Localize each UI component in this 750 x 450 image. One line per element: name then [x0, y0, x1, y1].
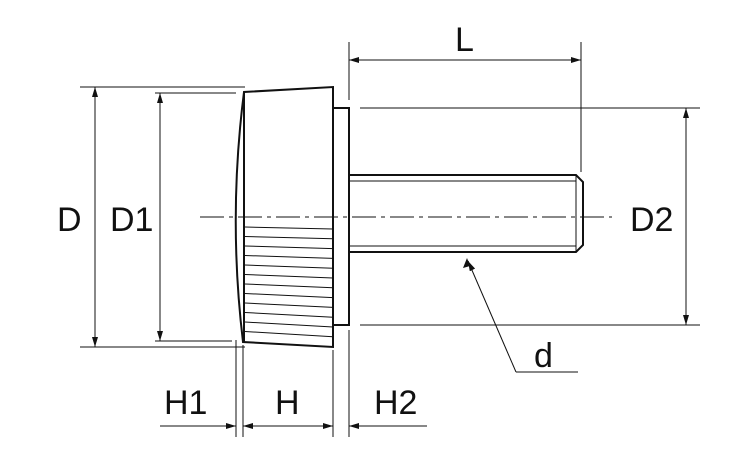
dimension-D: D: [57, 86, 245, 348]
knurl-line: [244, 331, 334, 338]
label-D1: D1: [110, 201, 153, 239]
knurl-line: [244, 226, 334, 230]
knurl-line: [244, 283, 334, 289]
label-H2: H2: [374, 384, 417, 422]
knurl-line: [244, 236, 334, 240]
knurl-line: [244, 293, 334, 299]
knurl-line: [244, 321, 334, 328]
knurl-line: [244, 302, 334, 308]
label-H1: H1: [164, 384, 207, 422]
knurl-line: [244, 255, 334, 259]
dimension-d: d: [463, 258, 578, 375]
shaft: [349, 174, 584, 253]
knurl-line: [244, 245, 334, 250]
dimension-H: H1 H H2: [160, 330, 427, 437]
knurl-lines: [244, 226, 334, 338]
label-d: d: [534, 337, 553, 375]
label-D2: D2: [630, 201, 673, 239]
label-L: L: [455, 21, 474, 59]
knurl-line: [244, 274, 334, 279]
knurl-line: [244, 264, 334, 269]
dimension-D2: D2: [360, 107, 700, 326]
label-H: H: [275, 384, 300, 422]
label-D: D: [57, 201, 82, 239]
dimension-L: L: [348, 21, 582, 172]
dimension-D1: D1: [110, 92, 236, 342]
knurl-line: [244, 312, 334, 318]
